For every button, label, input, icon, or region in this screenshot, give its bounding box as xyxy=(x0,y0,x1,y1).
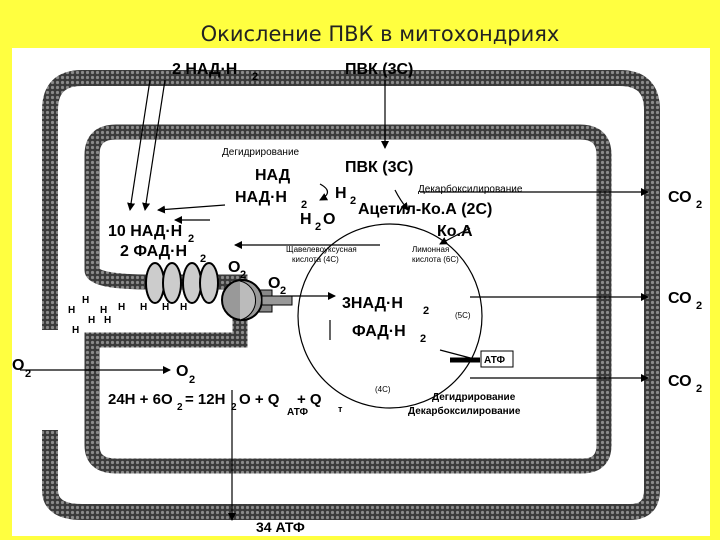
diagram-label: О + Q xyxy=(239,391,280,408)
diagram-label: Лимонная xyxy=(412,245,449,254)
membrane-channels xyxy=(145,262,219,304)
diagram-label: Н xyxy=(72,325,79,336)
diagram-label: (4С) xyxy=(375,385,391,394)
diagram-label: Декарбоксилирование xyxy=(408,405,521,417)
diagram-label: НАД xyxy=(255,167,291,184)
diagram-label: ПВК (3С) xyxy=(345,159,413,176)
diagram-label: 2 xyxy=(696,383,702,395)
diagram-label: = 12Н xyxy=(185,391,225,408)
diagram-label: 2 xyxy=(350,195,356,207)
diagram-label: 34 АТФ xyxy=(256,519,305,535)
diagram-label: Ацетил-Ко.А (2С) xyxy=(358,201,492,218)
diagram-label: Дегидрирование xyxy=(432,392,516,403)
diagram-label: (5С) xyxy=(455,311,471,320)
diagram-label: 2 xyxy=(696,300,702,312)
diagram-label: О xyxy=(228,259,240,276)
diagram-label: кислота (6С) xyxy=(412,255,459,264)
diagram-label: НАД·Н xyxy=(235,189,287,206)
diagram-label: Н xyxy=(300,211,312,228)
diagram-label: + Q xyxy=(297,391,322,408)
diagram-label: О xyxy=(12,357,24,374)
diagram-label: О xyxy=(176,363,188,380)
diagram-label: Н xyxy=(88,315,95,326)
diagram-label: Н xyxy=(68,305,75,316)
diagram-label: Дегидрирование xyxy=(222,147,300,158)
diagram-label: 2 xyxy=(301,199,307,211)
diagram-label: 2 xyxy=(280,285,286,297)
diagram-label: 2 xyxy=(423,305,429,317)
outer-membrane xyxy=(42,70,660,520)
proton-labels: Н Н Н Н Н Н Н Н Н Н xyxy=(68,295,187,336)
diagram-label: Щавелевоуксусная xyxy=(286,245,357,254)
labels: 2 НАД·Н 2 ПВК (3С) Дегидрирование ПВК (3… xyxy=(12,61,702,535)
diagram-label: О xyxy=(323,211,335,228)
diagram-label: Н xyxy=(140,302,147,313)
slide-title: Окисление ПВК в митохондриях xyxy=(200,22,560,46)
diagram-label: Н xyxy=(100,305,107,316)
diagram-label: Н xyxy=(162,302,169,313)
diagram-label: ФАД·Н xyxy=(352,323,406,340)
diagram-label: СО xyxy=(668,373,692,390)
diagram-label: Декарбоксилирование xyxy=(418,183,523,195)
krebs-cycle xyxy=(297,223,483,409)
diagram-label: 3НАД·Н xyxy=(342,295,403,312)
diagram-label: О xyxy=(268,275,280,292)
diagram-label: Н xyxy=(82,295,89,306)
diagram-label: 2 xyxy=(231,402,237,413)
diagram-label: 2 xyxy=(252,71,258,83)
diagram-label: 2 xyxy=(696,199,702,211)
diagram-label: СО xyxy=(668,189,692,206)
diagram-label: 2 xyxy=(315,221,321,233)
diagram-label: 2 xyxy=(189,374,195,386)
diagram-label: ПВК (3С) xyxy=(345,61,413,78)
diagram-label: АТФ xyxy=(287,407,308,418)
diagram-label: АТФ xyxy=(484,355,505,366)
diagram-label: 2 ФАД·Н xyxy=(120,243,187,260)
diagram-label: Ко.А xyxy=(437,223,473,240)
diagram-label: Н xyxy=(104,315,111,326)
diagram-label: 2 xyxy=(177,402,183,413)
diagram-label: 2 xyxy=(420,333,426,345)
diagram-label: т xyxy=(338,404,343,414)
atp-synthase xyxy=(221,279,293,321)
diagram-label: Н xyxy=(335,185,347,202)
diagram-label: 2 xyxy=(240,269,246,281)
diagram-label: 2 xyxy=(25,368,31,380)
diagram-label: 2 xyxy=(200,253,206,265)
diagram-label: Н xyxy=(118,302,125,313)
diagram-label: 24Н + 6О xyxy=(108,391,173,408)
diagram-label: кислота (4С) xyxy=(292,255,339,264)
diagram-label: СО xyxy=(668,290,692,307)
diagram-label: 10 НАД·Н xyxy=(108,223,182,240)
diagram-label: 2 НАД·Н xyxy=(172,61,237,78)
diagram-label: Н xyxy=(180,302,187,313)
diagram-label: 2 xyxy=(188,233,194,245)
